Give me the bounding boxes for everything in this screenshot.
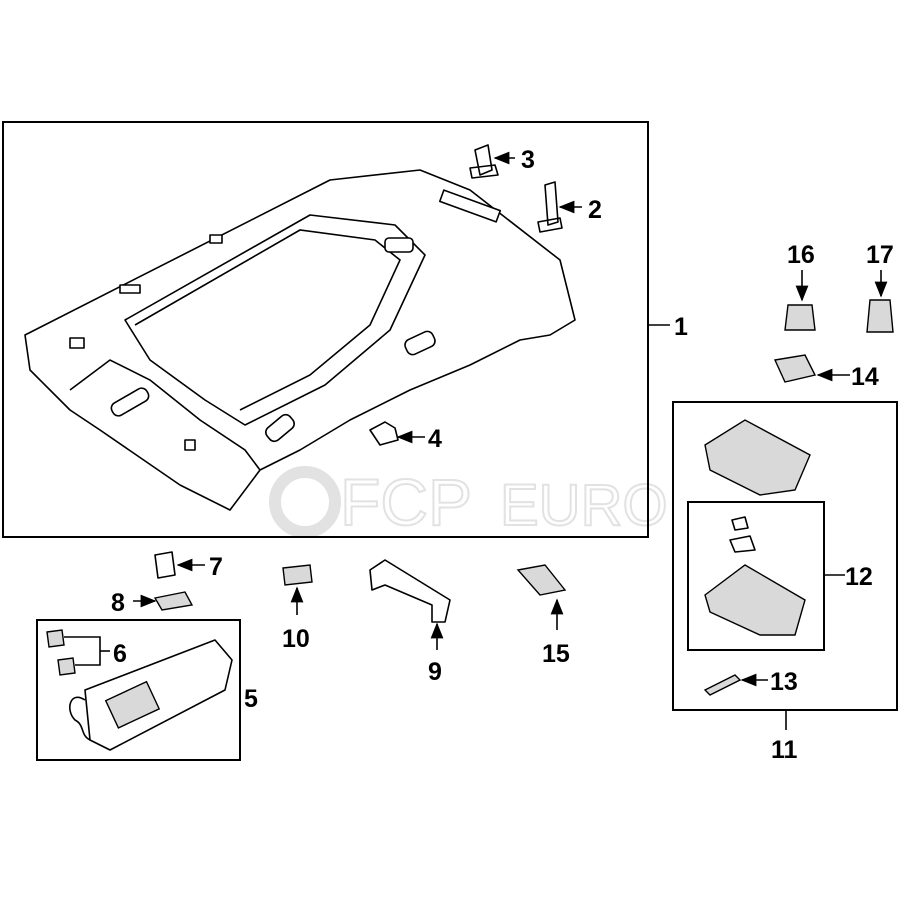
headliner-part <box>24 169 576 511</box>
clip-part-2 <box>537 181 563 233</box>
callout-8: 8 <box>111 589 125 617</box>
callout-6: 6 <box>113 640 127 668</box>
lamp-part-10 <box>282 564 313 586</box>
callout-7: 7 <box>209 553 223 581</box>
grommet-part-16 <box>784 304 816 331</box>
callout-5: 5 <box>244 685 258 713</box>
clip-part-3 <box>469 144 499 179</box>
console-housing-part <box>704 419 811 496</box>
callout-13: 13 <box>770 668 798 696</box>
leader-lines <box>64 151 888 730</box>
vanity-mirror <box>104 680 161 729</box>
lamp-part-15 <box>516 564 567 596</box>
sun-visor-part <box>84 639 233 751</box>
callout-10: 10 <box>282 625 310 653</box>
grommet-part-17 <box>866 299 894 333</box>
callout-2: 2 <box>588 196 602 224</box>
clip-part-4 <box>369 421 399 446</box>
callout-3: 3 <box>521 146 535 174</box>
clip-part-12a <box>729 516 756 553</box>
lamp-part-14 <box>773 354 817 383</box>
callout-12: 12 <box>845 563 873 591</box>
watermark-suffix: EURO <box>500 473 668 538</box>
watermark-brand: FCP <box>340 465 472 539</box>
callout-4: 4 <box>428 425 442 453</box>
console-group-box <box>672 401 898 711</box>
callout-14: 14 <box>851 363 879 391</box>
callout-17: 17 <box>866 241 894 269</box>
callout-9: 9 <box>428 658 442 686</box>
dome-lamp-group-box <box>687 501 825 651</box>
lens-part-13 <box>703 674 742 696</box>
clip-part-7 <box>154 551 176 579</box>
sun-visor-group-box <box>36 619 241 761</box>
cover-part-8 <box>153 591 194 611</box>
callout-15: 15 <box>542 640 570 668</box>
callout-16: 16 <box>787 241 815 269</box>
clip-part-6a <box>46 629 65 648</box>
watermark-logo: FCP EURO <box>269 464 669 540</box>
dome-lamp-part <box>704 564 806 636</box>
grab-handle-part-9 <box>369 559 451 623</box>
headliner-group-box <box>2 121 649 538</box>
clip-part-6b <box>57 657 76 676</box>
callout-1: 1 <box>674 313 688 341</box>
callout-11: 11 <box>771 736 798 764</box>
